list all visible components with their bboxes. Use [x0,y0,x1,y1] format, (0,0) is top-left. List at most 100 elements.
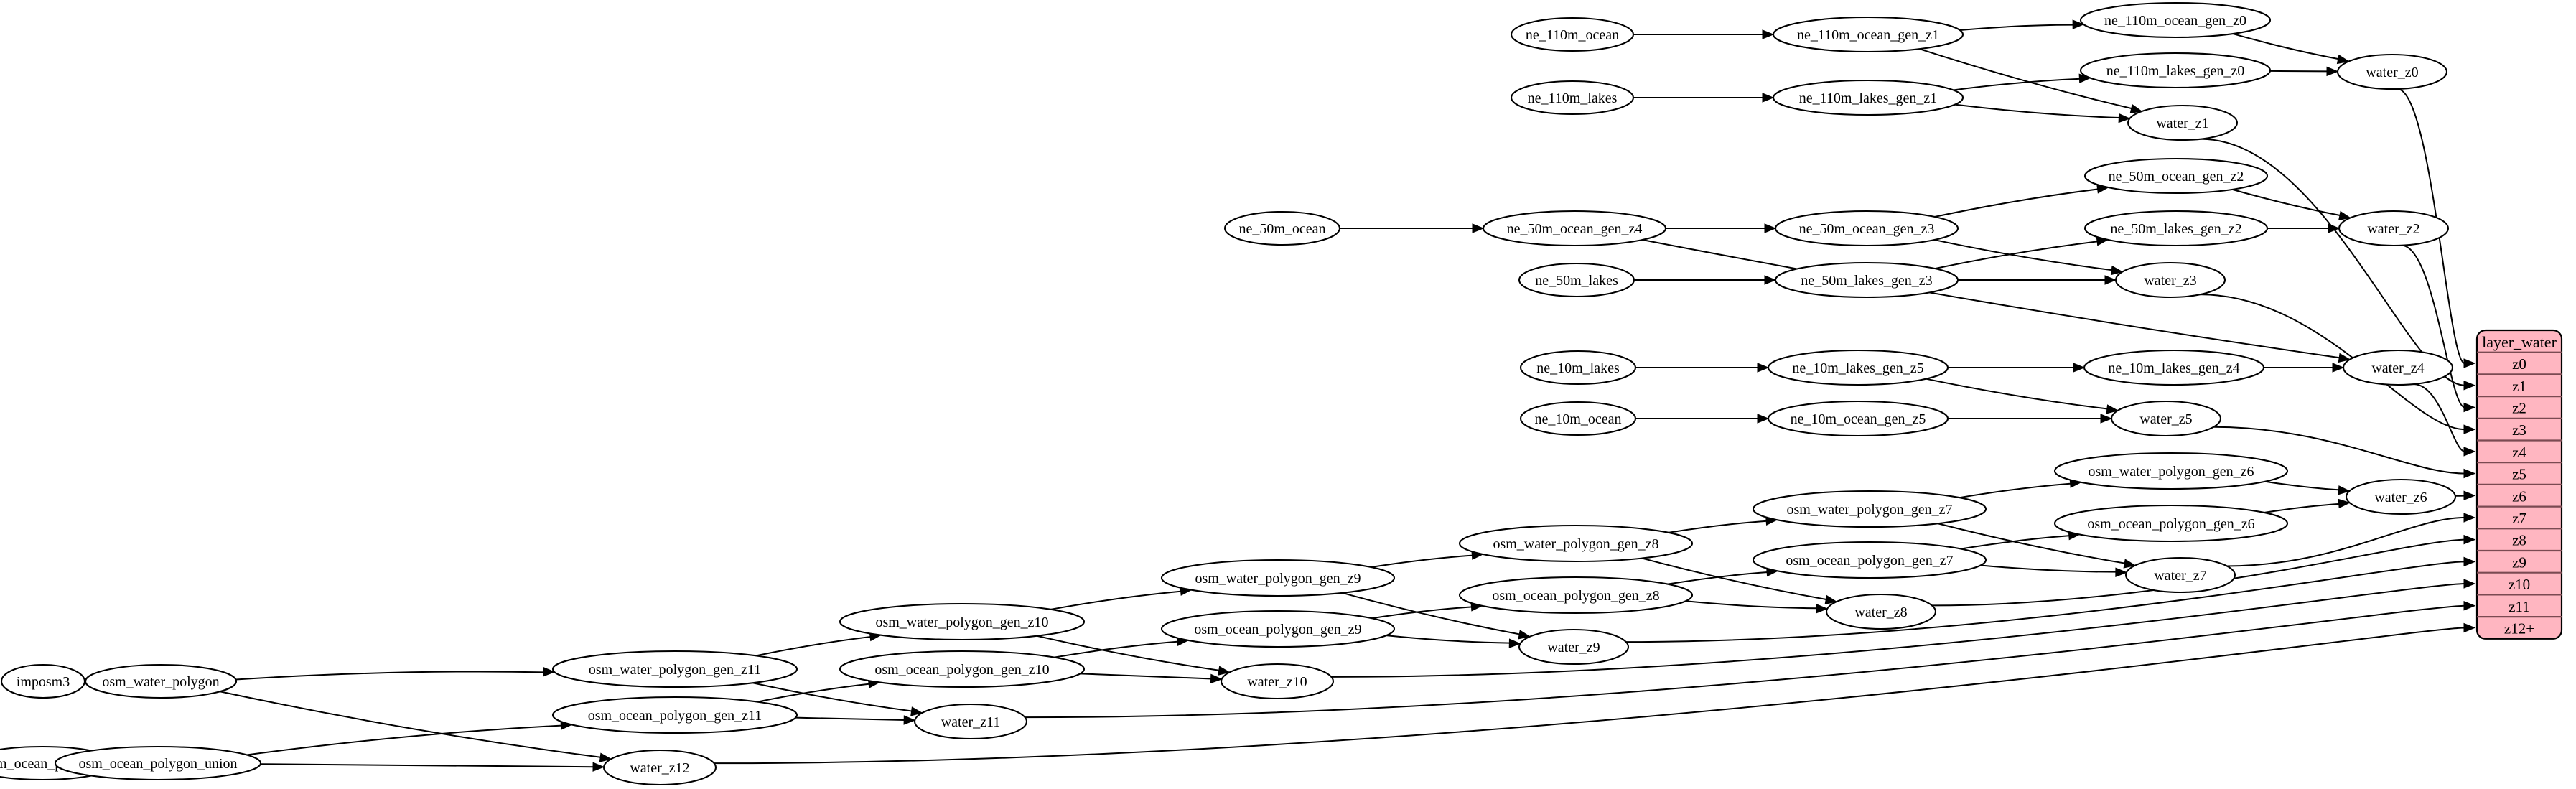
node-ne_110m_lakes_gen_z0[interactable]: ne_110m_lakes_gen_z0 [2079,52,2272,89]
layer-water-record-group[interactable]: layer_waterz0z1z2z3z4z5z6z7z8z9z10z11z12… [2475,329,2563,640]
node-water_z10[interactable]: water_z10 [1220,663,1335,700]
node-ne_110m_lakes[interactable]: ne_110m_lakes [1510,80,1635,116]
node-osm_water_polygon[interactable]: osm_water_polygon [84,663,238,699]
node-shape [2124,556,2236,594]
node-label: ne_50m_ocean_gen_z4 [1507,221,1643,237]
edge-line [1641,557,1827,601]
edge-line [1050,590,1182,610]
node-shape [1767,349,1949,386]
node-label: osm_water_polygon [102,674,219,690]
node-osm_water_polygon_gen_z10[interactable]: osm_water_polygon_gen_z10 [839,602,1086,641]
node-ne_10m_lakes[interactable]: ne_10m_lakes [1519,350,1637,386]
edge-ne_110m_lakes_gen_z0--to--water_z0 [2269,66,2339,77]
node-osm_ocean_polygon_gen_z8[interactable]: osm_ocean_polygon_gen_z8 [1458,576,1694,615]
record-row-z9[interactable]: z9 [2512,554,2526,571]
node-osm_ocean_polygon_gen_z7[interactable]: osm_ocean_polygon_gen_z7 [1752,541,1987,579]
record-row-z4[interactable]: z4 [2512,444,2526,461]
node-shape [839,602,1086,641]
node-water_z3[interactable]: water_z3 [2114,261,2226,299]
edge-line [1937,523,2126,564]
node-ne_50m_ocean_gen_z3[interactable]: ne_50m_ocean_gen_z3 [1774,210,1959,247]
record-row-z10[interactable]: z10 [2509,576,2530,593]
edge-line [220,691,602,758]
node-shape [2338,210,2450,247]
node-ne_110m_ocean_gen_z0[interactable]: ne_110m_ocean_gen_z0 [2079,1,2272,39]
node-water_z5[interactable]: water_z5 [2110,400,2222,437]
edge-line [1342,592,1521,635]
record-row-z2[interactable]: z2 [2512,399,2526,416]
node-ne_50m_lakes_gen_z2[interactable]: ne_50m_lakes_gen_z2 [2083,210,2269,247]
edge-osm_water_polygon_gen_z8--to--osm_water_polygon_gen_z7 [1668,515,1778,533]
edge-arrowhead [2463,424,2476,434]
edge-arrowhead [1218,666,1231,676]
node-osm_ocean_polygon_gen_z11[interactable]: osm_ocean_polygon_gen_z11 [551,696,798,734]
node-shape [1510,17,1635,52]
record-row-z6[interactable]: z6 [2512,487,2526,505]
node-osm_water_polygon_gen_z8[interactable]: osm_water_polygon_gen_z8 [1458,524,1694,563]
node-shape [1510,80,1635,116]
edge-ne_50m_ocean_gen_z2--to--water_z2 [2232,188,2351,221]
node-osm_ocean_polygon_gen_z9[interactable]: osm_ocean_polygon_gen_z9 [1160,610,1396,648]
node-imposm3[interactable]: imposm3 [0,663,86,699]
node-ne_110m_ocean[interactable]: ne_110m_ocean [1510,17,1635,52]
node-osm_ocean_polygon_gen_z6[interactable]: osm_ocean_polygon_gen_z6 [2053,504,2289,543]
record-row-z12+[interactable]: z12+ [2504,620,2534,637]
node-water_z9[interactable]: water_z9 [1518,628,1630,666]
record-row-z3[interactable]: z3 [2512,421,2526,439]
node-ne_50m_lakes_gen_z3[interactable]: ne_50m_lakes_gen_z3 [1774,261,1959,299]
record-row-z8[interactable]: z8 [2512,532,2526,549]
node-water_z1[interactable]: water_z1 [2127,104,2239,141]
node-ne_110m_ocean_gen_z1[interactable]: ne_110m_ocean_gen_z1 [1772,16,1964,53]
edge-ne_50m_ocean_gen_z3--to--water_z3 [1934,239,2124,276]
edge-arrowhead [2463,556,2476,567]
node-ne_50m_lakes[interactable]: ne_50m_lakes [1518,262,1635,298]
record-row-z1[interactable]: z1 [2512,378,2526,395]
node-ne_50m_ocean_gen_z4[interactable]: ne_50m_ocean_gen_z4 [1482,210,1667,247]
edge-osm_water_polygon_gen_z11--to--osm_water_polygon_gen_z10 [755,631,882,657]
node-shape [1774,261,1959,299]
node-ne_10m_lakes_gen_z4[interactable]: ne_10m_lakes_gen_z4 [2083,349,2265,386]
record-row-z7[interactable]: z7 [2512,510,2526,527]
node-ne_10m_ocean_gen_z5[interactable]: ne_10m_ocean_gen_z5 [1767,400,1949,437]
node-water_z6[interactable]: water_z6 [2345,478,2457,515]
node-ne_110m_lakes_gen_z1[interactable]: ne_110m_lakes_gen_z1 [1772,79,1964,116]
edge-line [755,635,872,657]
node-shape [1825,593,1937,630]
node-water_z7[interactable]: water_z7 [2124,556,2236,594]
node-label: water_z5 [2139,411,2192,427]
edge-line [1642,239,2341,359]
node-osm_water_polygon_gen_z11[interactable]: osm_water_polygon_gen_z11 [551,650,798,688]
edge-osm_water_polygon--to--water_z12 [220,691,612,762]
node-water_z4[interactable]: water_z4 [2342,349,2454,386]
record-row-z5[interactable]: z5 [2512,466,2526,483]
node-label: ne_10m_ocean_gen_z5 [1791,411,1926,427]
edge-ne_50m_ocean--to--ne_50m_ocean_gen_z4 [1340,223,1485,233]
node-osm_ocean_polygon_union[interactable]: osm_ocean_polygon_union [54,745,262,781]
node-water_z11[interactable]: water_z11 [913,703,1028,740]
node-water_z12[interactable]: water_z12 [602,749,717,786]
node-osm_water_polygon_gen_z6[interactable]: osm_water_polygon_gen_z6 [2053,452,2289,490]
node-label: water_z7 [2154,568,2206,584]
record-row-z11[interactable]: z11 [2509,598,2530,615]
node-shape [2336,53,2448,90]
edge-arrowhead [2463,381,2476,391]
node-osm_ocean_polygon_gen_z10[interactable]: osm_ocean_polygon_gen_z10 [839,650,1086,688]
node-osm_water_polygon_gen_z9[interactable]: osm_water_polygon_gen_z9 [1160,559,1396,597]
node-ne_10m_ocean[interactable]: ne_10m_ocean [1519,401,1637,436]
node-label: imposm3 [17,674,70,690]
record-row-z0[interactable]: z0 [2512,355,2526,373]
node-osm_water_polygon_gen_z7[interactable]: osm_water_polygon_gen_z7 [1752,490,1987,528]
node-water_z2[interactable]: water_z2 [2338,210,2450,247]
node-label: ne_110m_ocean [1526,27,1619,43]
node-label: osm_water_polygon_gen_z7 [1786,502,1952,518]
node-label: ne_10m_lakes_gen_z4 [2108,360,2239,376]
node-water_z8[interactable]: water_z8 [1825,593,1937,630]
node-ne_50m_ocean_gen_z2[interactable]: ne_50m_ocean_gen_z2 [2083,157,2269,195]
node-water_z0[interactable]: water_z0 [2336,53,2448,90]
node-ne_10m_lakes_gen_z5[interactable]: ne_10m_lakes_gen_z5 [1767,349,1949,386]
node-shape [1519,401,1637,436]
node-label: ne_50m_lakes [1535,273,1618,289]
node-ne_50m_ocean[interactable]: ne_50m_ocean [1223,210,1341,246]
node-label: osm_water_polygon_gen_z6 [2088,464,2254,480]
